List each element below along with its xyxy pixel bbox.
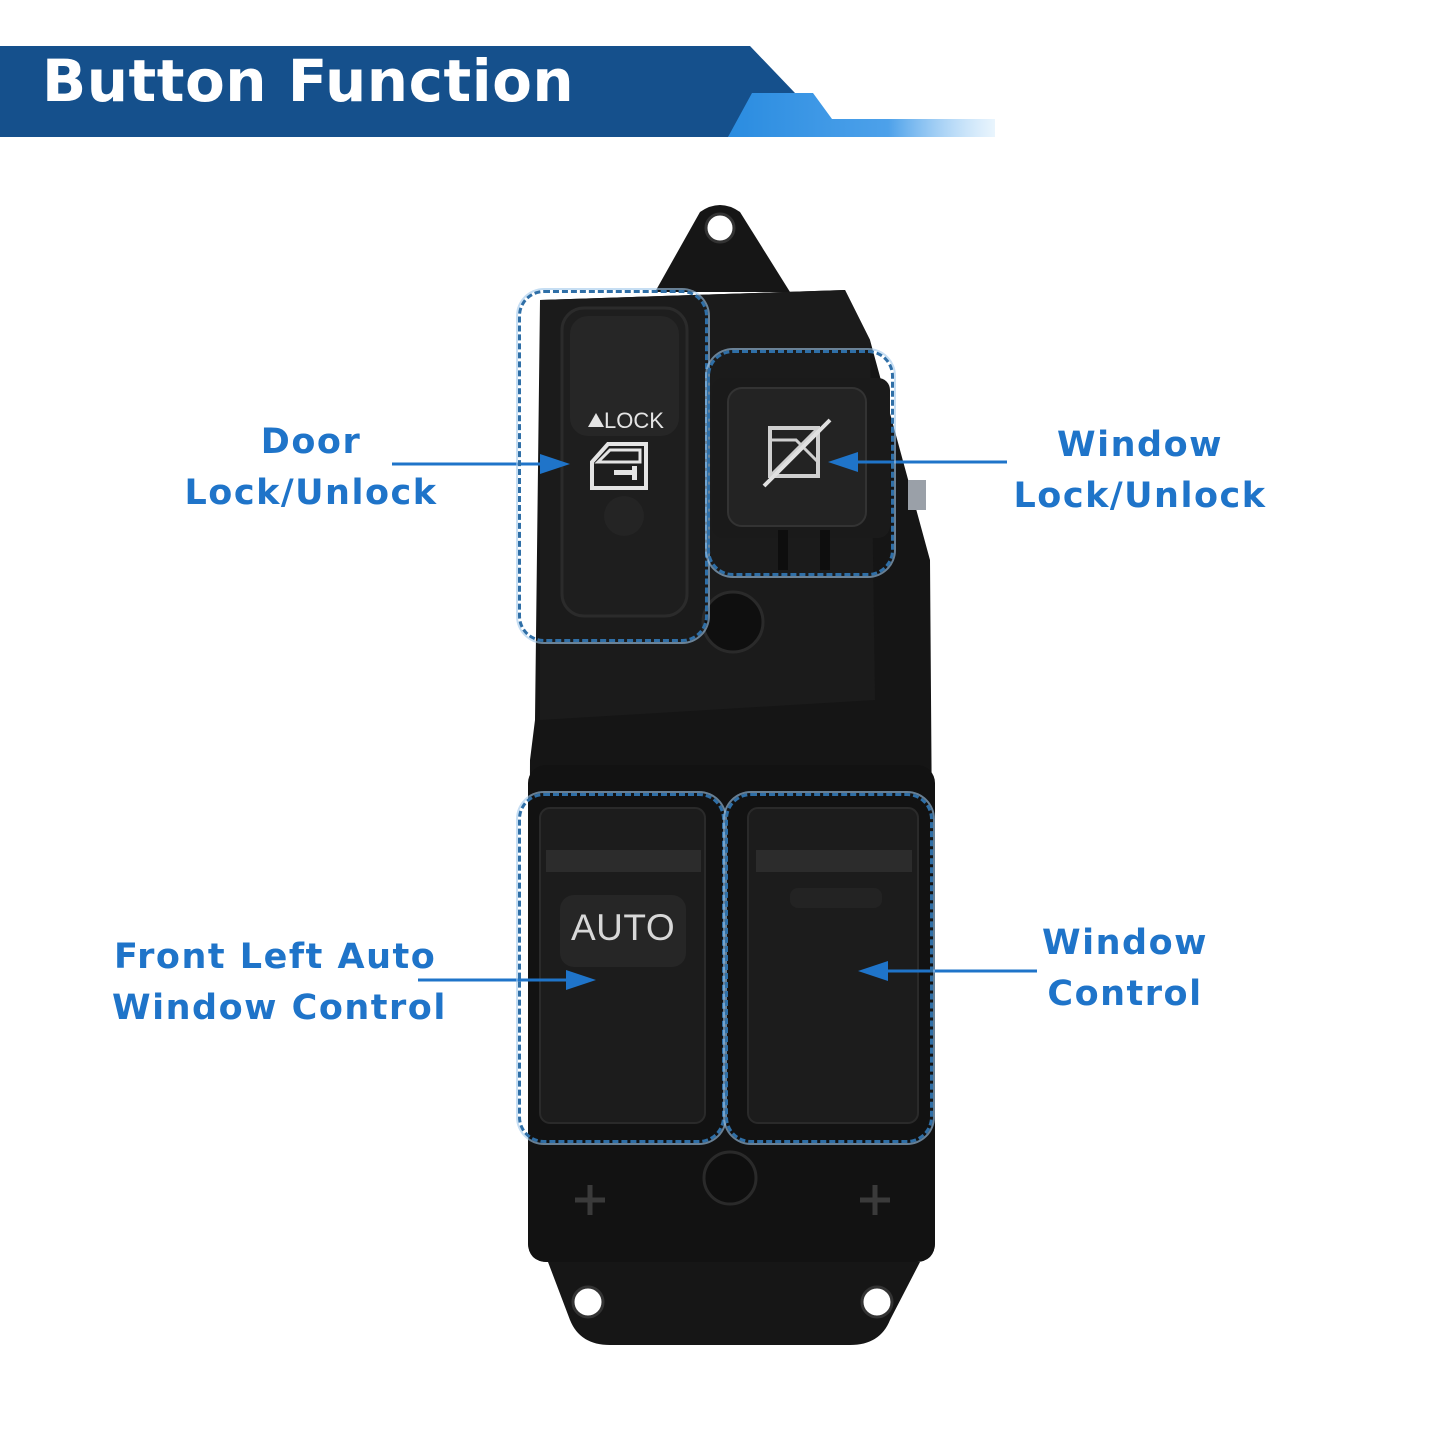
door-lock-label: Door Lock/Unlock <box>183 417 439 519</box>
window-lock-stem-left <box>778 530 788 570</box>
lock-arrow-icon <box>588 413 604 427</box>
auto-window-arrow <box>418 970 596 990</box>
window-control-button-lip <box>756 850 912 872</box>
window-control-button <box>747 807 919 1124</box>
window-control-label: Window Control <box>1040 918 1210 1020</box>
banner-dark-band <box>0 46 795 137</box>
window-control-ridge <box>790 888 882 908</box>
door-switch-lock-text: LOCK <box>604 408 664 433</box>
door-lock-rocker-dimple <box>604 496 644 536</box>
window-lock-arrow <box>828 452 1007 472</box>
auto-label-plate <box>560 895 686 967</box>
banner-light-accent <box>728 93 995 137</box>
bottom-left-mount-hole <box>571 1285 605 1319</box>
window-control-arrow <box>858 961 1037 981</box>
door-lock-label-line2: Lock/Unlock <box>184 473 438 513</box>
banner-shape <box>0 46 995 137</box>
top-mounting-ear <box>655 205 790 292</box>
auto-window-callout-outline <box>518 793 725 1143</box>
car-door-key-icon <box>590 442 648 490</box>
window-lock-stem-right <box>820 530 830 570</box>
side-clip <box>908 480 926 510</box>
window-control-callout-outline <box>725 793 933 1143</box>
window-control-label-line2: Control <box>1047 974 1203 1014</box>
window-lock-callout-outline <box>707 350 894 576</box>
bottom-right-mount-hole <box>860 1285 894 1319</box>
auto-window-button-lip <box>546 850 701 872</box>
bottom-screw-boss <box>702 1150 758 1206</box>
page-title: Button Function <box>42 47 575 115</box>
top-mount-hole <box>704 212 736 244</box>
door-lock-arrow <box>392 454 570 474</box>
window-control-label-line1: Window <box>1042 923 1208 963</box>
left-plus-mark-icon <box>575 1185 605 1215</box>
right-plus-mark-icon <box>860 1185 890 1215</box>
bottom-mounting-ear <box>548 1262 920 1345</box>
window-lock-label-line2: Lock/Unlock <box>1013 476 1267 516</box>
door-lock-label-line1: Door <box>260 422 362 462</box>
front-left-auto-label-line1: Front Left Auto <box>114 937 437 977</box>
front-left-auto-label-line2: Window Control <box>112 988 447 1028</box>
front-left-auto-label: Front Left Auto Window Control <box>112 932 447 1034</box>
screw-boss <box>701 590 765 654</box>
door-lock-rocker-top <box>570 316 679 436</box>
window-lock-label-line1: Window <box>1057 425 1223 465</box>
window-lock-button <box>727 387 867 527</box>
window-lock-label: Window Lock/Unlock <box>1010 420 1270 522</box>
window-lock-icon <box>762 418 832 488</box>
header-banner: Button Function <box>0 0 1445 160</box>
auto-button-text: AUTO <box>571 907 676 948</box>
door-lock-callout-outline <box>518 290 708 642</box>
